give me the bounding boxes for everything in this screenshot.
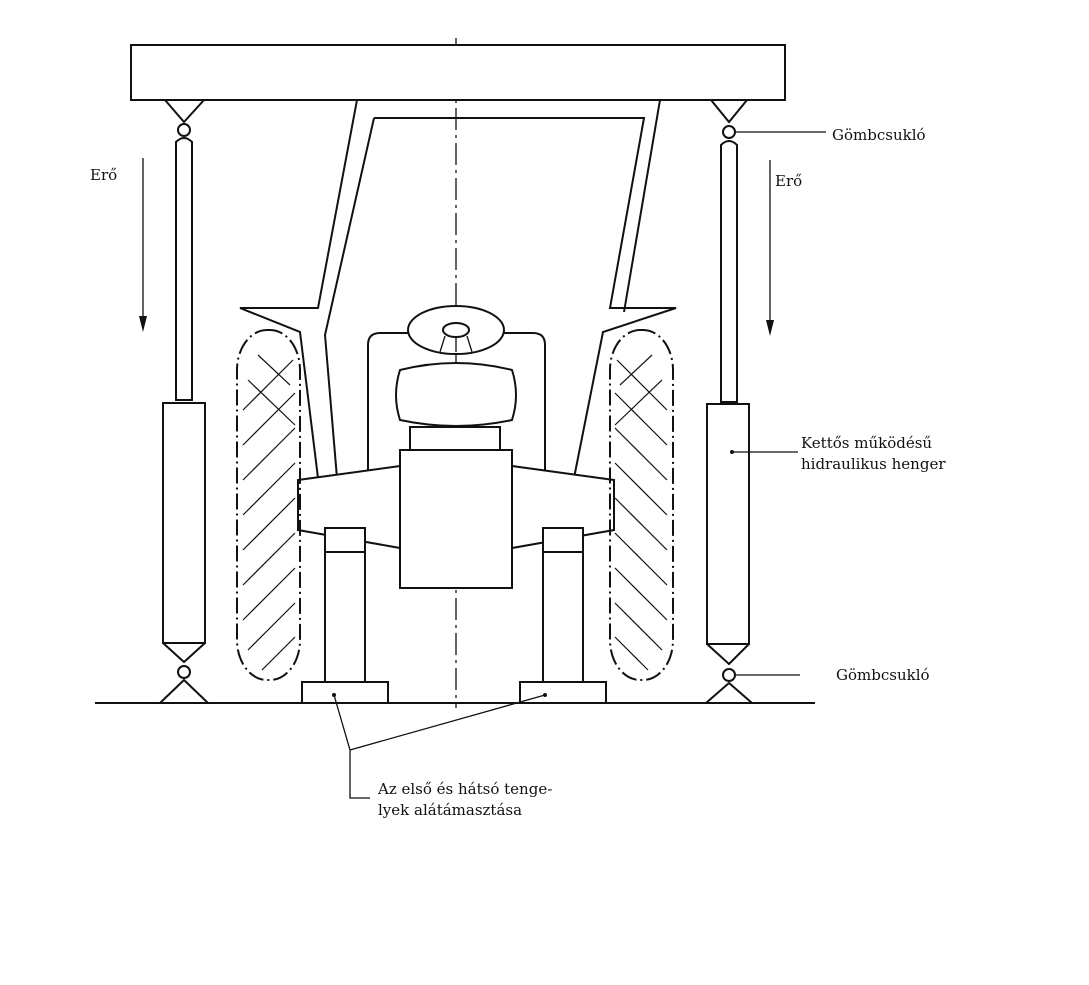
rollover-frame	[239, 99, 677, 479]
ball-joint-label-bottom: Gömbcsukló	[836, 666, 930, 684]
left-hydraulic-cylinder	[159, 99, 209, 704]
transmission-housing	[399, 449, 513, 589]
left-axle-support	[301, 527, 389, 704]
force-label-right: Erő	[775, 172, 803, 190]
left-wheel	[236, 329, 301, 681]
support-label-line2: lyek alátámasztása	[378, 801, 523, 819]
cylinder-label-line1: Kettős működésű	[801, 434, 933, 452]
driver-seat	[395, 362, 517, 427]
cylinder-label-line2: hidraulikus henger	[801, 455, 946, 473]
support-label-line1: Az első és hátsó tenge-	[378, 780, 553, 798]
seat-base	[409, 426, 501, 453]
right-axle-support	[519, 527, 607, 704]
right-force-arrow	[766, 160, 774, 336]
steering-wheel	[407, 305, 505, 355]
force-label-left: Erő	[90, 166, 118, 184]
loading-beam	[130, 44, 786, 101]
support-leader	[332, 693, 547, 799]
ball-joint-label-top: Gömbcsukló	[832, 126, 926, 144]
right-hydraulic-cylinder	[705, 99, 753, 704]
right-wheel	[609, 329, 674, 681]
cylinder-leader-dot	[730, 450, 734, 454]
left-force-arrow	[139, 158, 147, 332]
